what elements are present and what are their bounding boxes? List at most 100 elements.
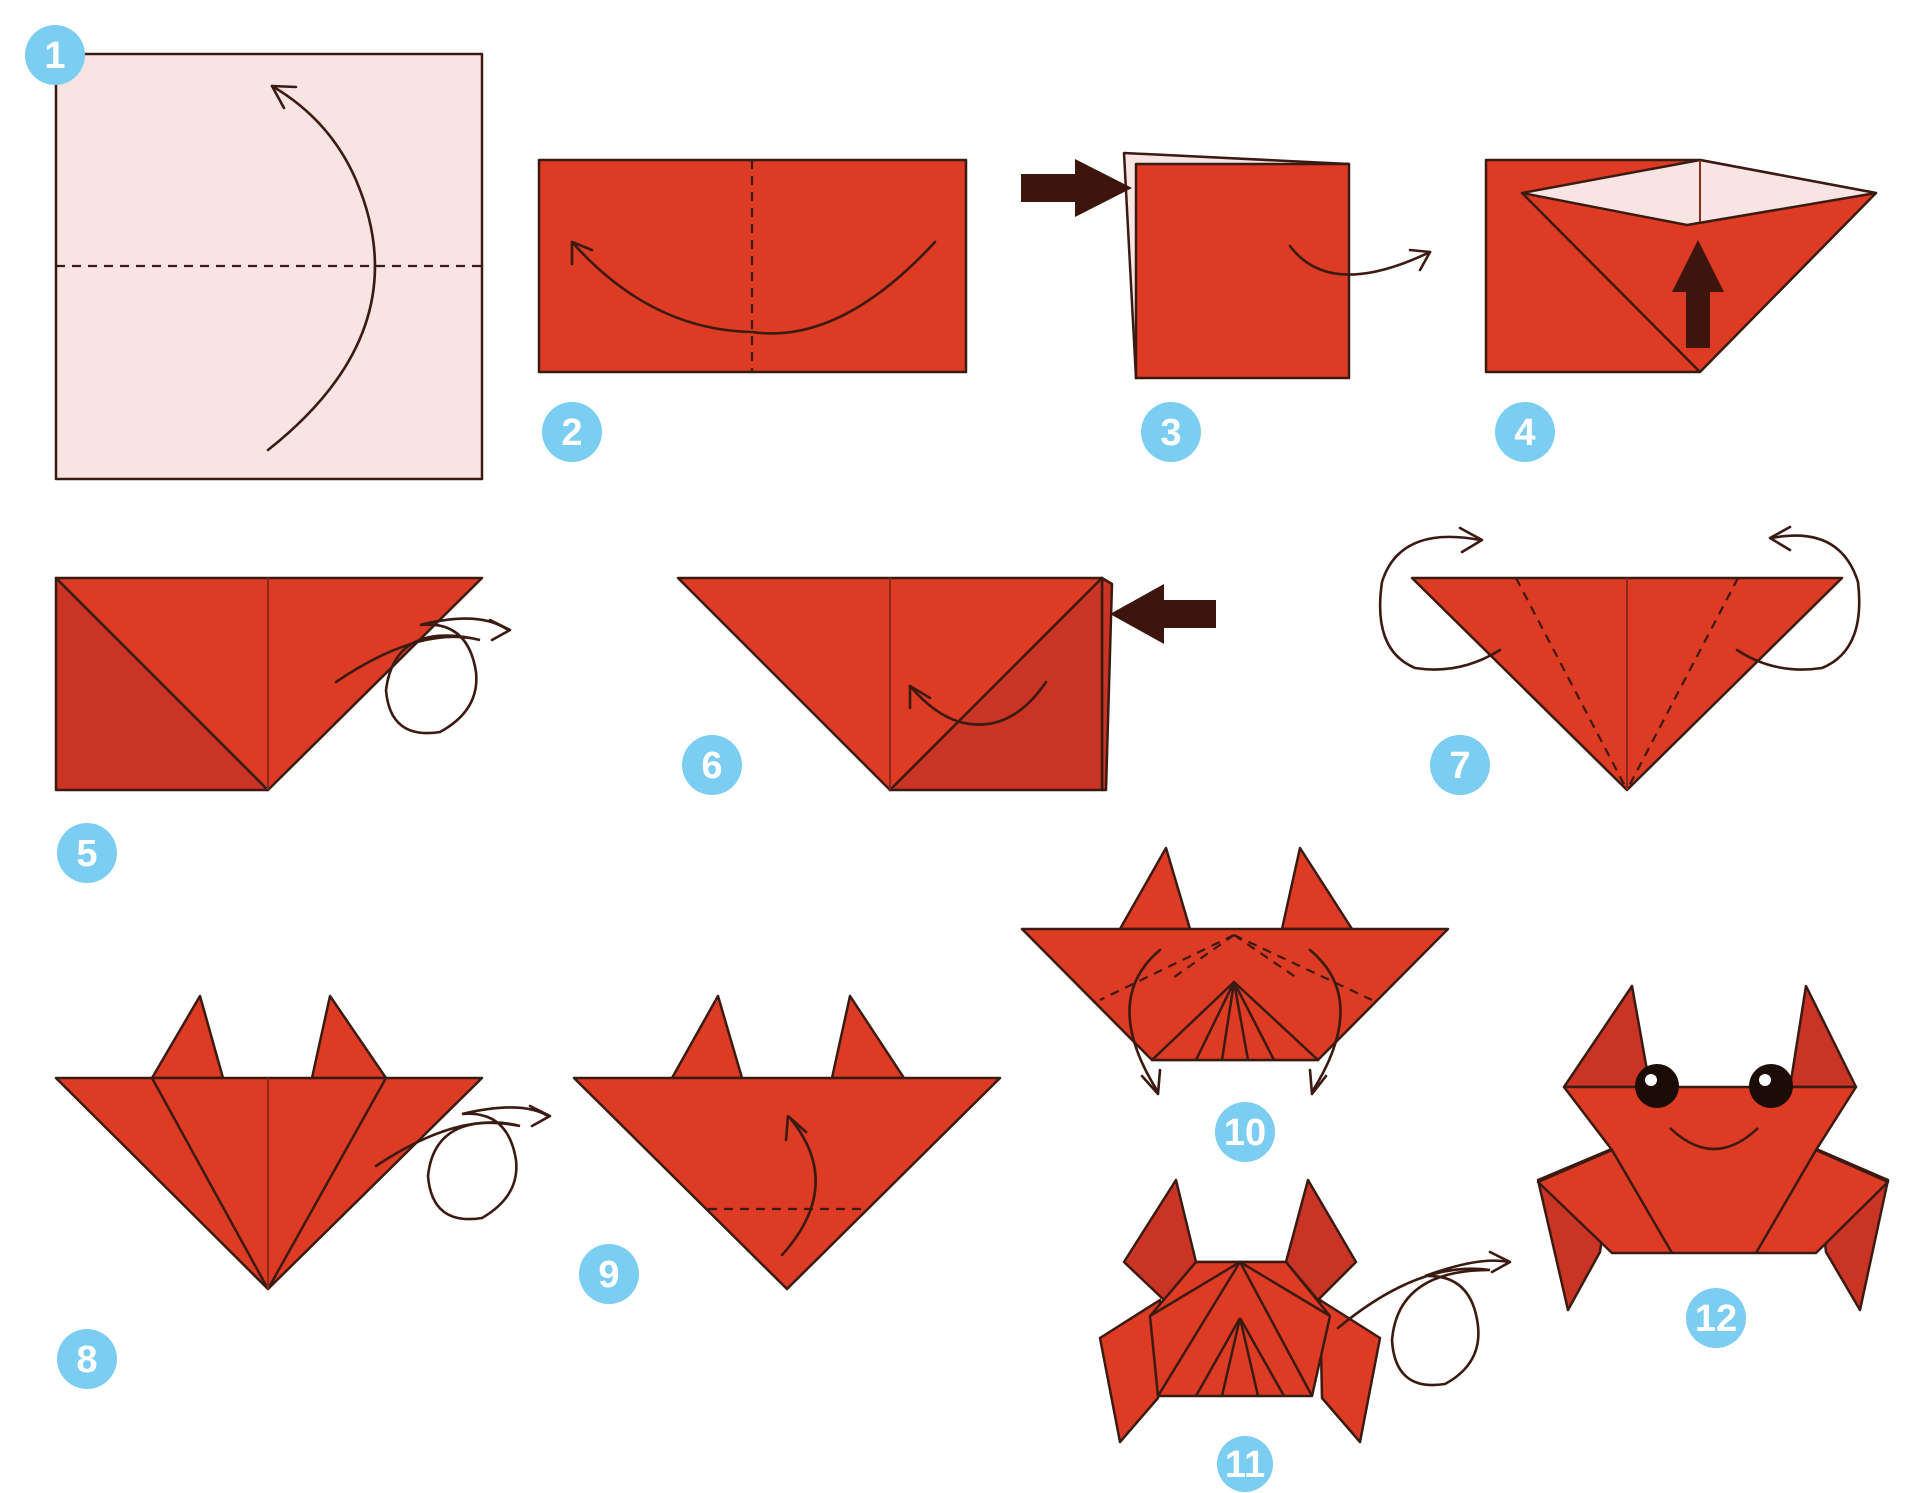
step-badge-9: 9 xyxy=(579,1244,639,1304)
paper-base xyxy=(1484,158,1878,374)
eye-left-highlight xyxy=(1645,1074,1657,1086)
fold-line-left xyxy=(1515,577,1628,791)
step-number: 2 xyxy=(561,412,582,454)
eye-left xyxy=(1635,1064,1679,1108)
fold-arrow-left xyxy=(1128,948,1162,1094)
eye-right-highlight xyxy=(1759,1074,1771,1086)
step-badge-10: 10 xyxy=(1215,1102,1275,1162)
claw-right xyxy=(830,994,906,1080)
crease-left xyxy=(1610,1149,1674,1254)
step-badge-8: 8 xyxy=(57,1329,117,1389)
step-5-illustration xyxy=(54,576,512,792)
claw-right xyxy=(310,994,388,1080)
step-number: 12 xyxy=(1695,1298,1737,1340)
step-badge-4: 4 xyxy=(1495,402,1555,462)
turn-over-arrow xyxy=(374,1106,550,1221)
claw-right xyxy=(1788,984,1858,1089)
dark-right-triangle xyxy=(888,576,1104,792)
crease-c xyxy=(1156,1261,1242,1397)
crab-body xyxy=(1536,1085,1890,1255)
step-badge-6: 6 xyxy=(682,735,742,795)
fold-line-center-left xyxy=(1169,934,1235,981)
fold-line-center-right xyxy=(1233,934,1301,981)
fold-arrow xyxy=(908,680,1048,726)
fold-arrowhead-right xyxy=(1768,525,1792,552)
fold-arrowhead-right xyxy=(1308,1068,1328,1096)
turn-over-arrow xyxy=(334,617,510,735)
crease-right xyxy=(266,1077,388,1290)
fold-arrowhead-left xyxy=(1140,1068,1162,1096)
claw-left xyxy=(150,994,225,1080)
fold-arrow-right xyxy=(1308,948,1342,1094)
claw-left xyxy=(670,994,744,1080)
step-6-illustration xyxy=(676,576,1216,792)
fold-arrow-left xyxy=(570,240,937,335)
paper-square-front xyxy=(1134,162,1351,380)
fold-arrow-up xyxy=(780,1116,817,1257)
crease-right xyxy=(1754,1149,1818,1254)
step-badge-5: 5 xyxy=(57,823,117,883)
pleat-2 xyxy=(1220,981,1236,1061)
push-arrow-up xyxy=(1672,240,1724,348)
crease-g xyxy=(1238,1317,1260,1397)
pleat-3 xyxy=(1232,981,1250,1061)
open-arrow xyxy=(1288,244,1432,276)
turn-over-arrow xyxy=(1336,1259,1510,1387)
step-number: 5 xyxy=(76,833,97,875)
step-number: 11 xyxy=(1225,1444,1265,1486)
smile-mouth xyxy=(1669,1127,1759,1151)
back-layer-edge xyxy=(1100,576,1114,792)
step-10-illustration xyxy=(1020,846,1450,1096)
push-arrow-left xyxy=(1110,584,1216,644)
fold-arrow-left xyxy=(1378,535,1502,671)
open-arrowhead xyxy=(1408,248,1432,272)
leg-left xyxy=(1098,1298,1162,1444)
crease-h xyxy=(1238,1317,1286,1397)
step-number: 10 xyxy=(1224,1112,1266,1154)
fold-arrowhead xyxy=(908,684,932,710)
fold-arrowhead xyxy=(270,84,298,110)
step-number: 7 xyxy=(1449,745,1470,787)
step-number: 1 xyxy=(44,35,65,77)
step-7-illustration xyxy=(1378,525,1861,792)
fold-arrowhead-left xyxy=(1458,526,1484,554)
step-badge-11: 11 xyxy=(1217,1436,1273,1492)
step-4-illustration xyxy=(1484,158,1878,374)
step-number: 3 xyxy=(1160,412,1181,454)
claw-right xyxy=(1280,846,1354,931)
turn-over-arrowhead xyxy=(488,618,512,642)
fold-arrow-up xyxy=(266,84,377,452)
step-8-illustration xyxy=(54,994,552,1291)
crab-body-triangle xyxy=(572,1076,1002,1291)
fold-line-left xyxy=(1099,934,1235,1001)
crease-b xyxy=(1239,1260,1331,1318)
step-number: 8 xyxy=(76,1339,97,1381)
step-badge-2: 2 xyxy=(542,402,602,462)
step-badge-3: 3 xyxy=(1141,402,1201,462)
pleat-1 xyxy=(1194,981,1236,1061)
step-9-illustration xyxy=(572,994,1002,1291)
crease-d xyxy=(1238,1261,1314,1397)
step-2-illustration xyxy=(537,158,968,374)
folded-bottom-point xyxy=(1150,980,1320,1062)
turn-over-arrowhead xyxy=(528,1104,552,1128)
leg-right xyxy=(1318,1298,1382,1444)
step-number: 4 xyxy=(1514,412,1535,454)
step-number: 9 xyxy=(598,1254,619,1296)
crease-left xyxy=(150,1077,270,1290)
step-number: 6 xyxy=(701,745,722,787)
step-badge-12: 12 xyxy=(1686,1288,1746,1348)
crease-f xyxy=(1220,1317,1242,1397)
step-badge-7: 7 xyxy=(1430,735,1490,795)
step-badge-1: 1 xyxy=(25,25,85,85)
claw-left xyxy=(1118,846,1192,931)
crease-e xyxy=(1194,1317,1242,1397)
eye-right xyxy=(1749,1064,1793,1108)
push-arrow-right xyxy=(1021,159,1132,217)
step-11-illustration xyxy=(1098,1178,1512,1444)
fold-arrowhead xyxy=(570,240,594,266)
step-12-illustration xyxy=(1536,984,1890,1312)
turn-over-arrowhead xyxy=(1488,1250,1512,1274)
diagonal-fold xyxy=(1521,192,1701,373)
